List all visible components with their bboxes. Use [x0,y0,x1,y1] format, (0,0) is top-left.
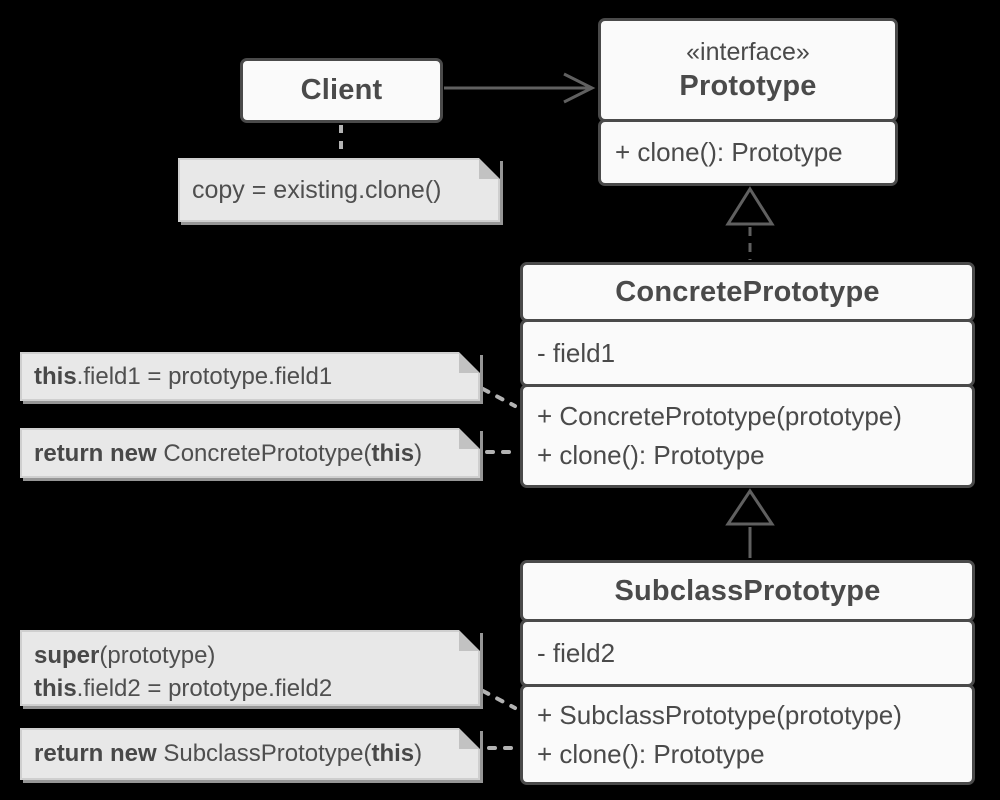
class-box-prototype: «interface» Prototype + clone(): Prototy… [598,18,898,186]
class-title-subclass: SubclassPrototype [614,574,881,607]
note-return-concrete: return new ConcretePrototype(this) [20,428,480,478]
concrete-header: ConcretePrototype [520,262,975,322]
stereotype-label: «interface» [686,37,810,66]
note-text: copy = existing.clone() [192,176,442,204]
method-item: + clone(): Prototype [537,440,765,470]
class-title-prototype: Prototype [679,69,817,102]
implements-arrow [725,186,775,260]
note-keyword: this [371,740,415,767]
class-box-client: Client [240,58,443,123]
field-item: - field1 [537,337,616,368]
class-title-concrete: ConcretePrototype [615,275,880,308]
association-arrow [444,72,596,104]
extends-arrow [725,488,775,558]
note-keyword: return new [34,740,157,767]
note-text: .field1 = prototype.field1 [76,363,333,390]
method-item: + ConcretePrototype(prototype) [537,401,902,431]
note-keyword: super [34,642,100,669]
note-field1-assignment: this.field1 = prototype.field1 [20,352,480,401]
note-keyword: this [34,363,77,390]
note-keyword: return new [34,440,157,467]
note-connector-field1 [481,387,517,408]
note-text: ConcretePrototype( [156,440,372,467]
class-box-concrete-prototype: ConcretePrototype - field1 + ConcretePro… [520,262,975,488]
note-super-field2: super(prototype) this.field2 = prototype… [20,630,480,706]
subclass-methods: + SubclassPrototype(prototype) + clone()… [520,684,975,785]
method-item: + clone(): Prototype [537,738,765,769]
note-copy-clone: copy = existing.clone() [178,158,500,222]
field-item: - field2 [537,637,616,668]
method-item: + SubclassPrototype(prototype) [537,699,902,730]
subclass-header: SubclassPrototype [520,560,975,622]
note-text: (prototype) [99,642,216,669]
note-connector-super [481,689,517,710]
note-line: super(prototype) [34,639,478,672]
client-header: Client [240,58,443,123]
method-item: + clone(): Prototype [615,137,843,167]
prototype-methods: + clone(): Prototype [598,119,898,186]
note-line: this.field2 = prototype.field2 [34,672,478,705]
note-text: SubclassPrototype( [156,740,372,767]
class-box-subclass-prototype: SubclassPrototype - field2 + SubclassPro… [520,560,975,785]
prototype-header: «interface» Prototype [598,18,898,122]
note-keyword: this [371,440,415,467]
note-keyword: this [34,675,77,702]
class-title-client: Client [300,74,383,106]
subclass-fields: - field2 [520,619,975,687]
note-text: ) [414,440,423,467]
note-text: ) [414,740,423,767]
note-return-subclass: return new SubclassPrototype(this) [20,728,480,780]
note-text: .field2 = prototype.field2 [76,675,333,702]
concrete-methods: + ConcretePrototype(prototype) + clone()… [520,384,975,488]
concrete-fields: - field1 [520,319,975,387]
